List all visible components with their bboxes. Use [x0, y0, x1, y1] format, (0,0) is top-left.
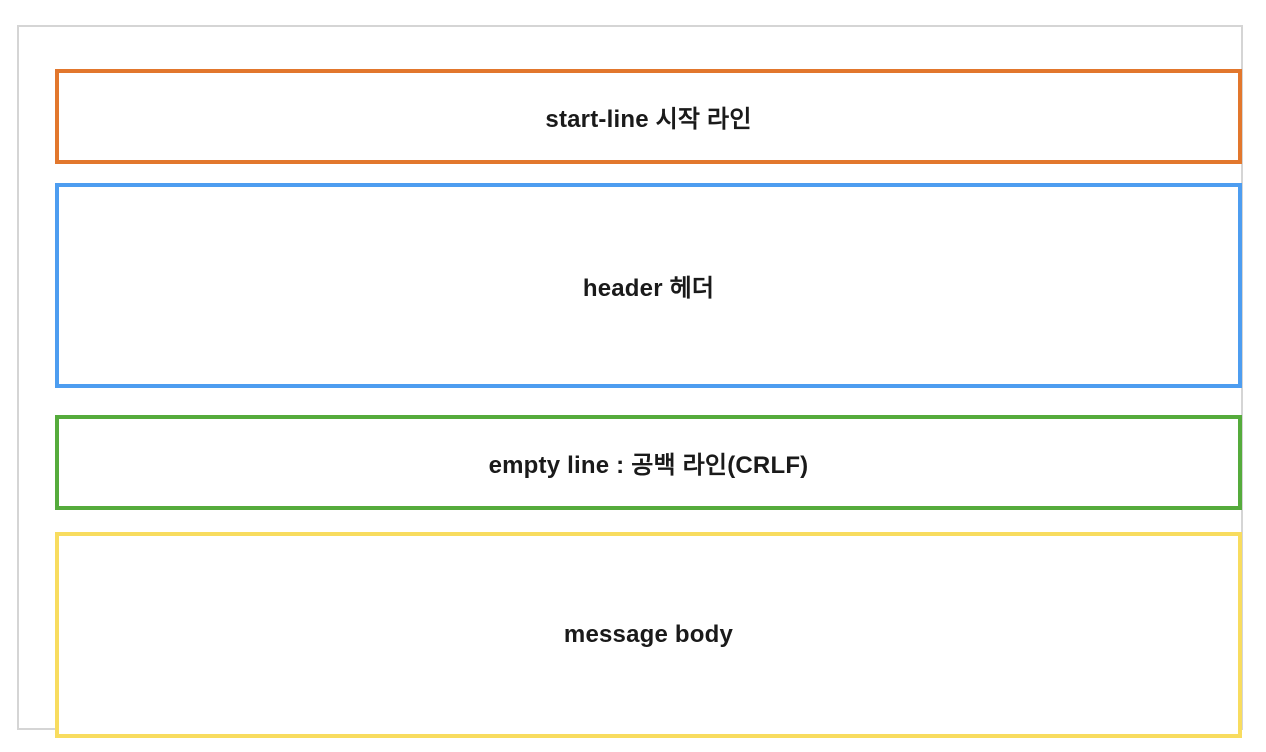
box-empty-line-label: empty line : 공백 라인(CRLF)	[488, 452, 809, 479]
box-empty-line: empty line : 공백 라인(CRLF)	[55, 415, 1242, 510]
box-start-line-label: start-line 시작 라인	[545, 106, 752, 133]
box-header-label: header 헤더	[582, 275, 715, 302]
box-message-body-label: message body	[563, 621, 734, 648]
box-message-body: message body	[55, 532, 1242, 738]
diagram-outer-frame: start-line 시작 라인 header 헤더 empty line : …	[17, 25, 1243, 738]
box-start-line: start-line 시작 라인	[55, 69, 1242, 164]
box-header: header 헤더	[55, 183, 1242, 388]
